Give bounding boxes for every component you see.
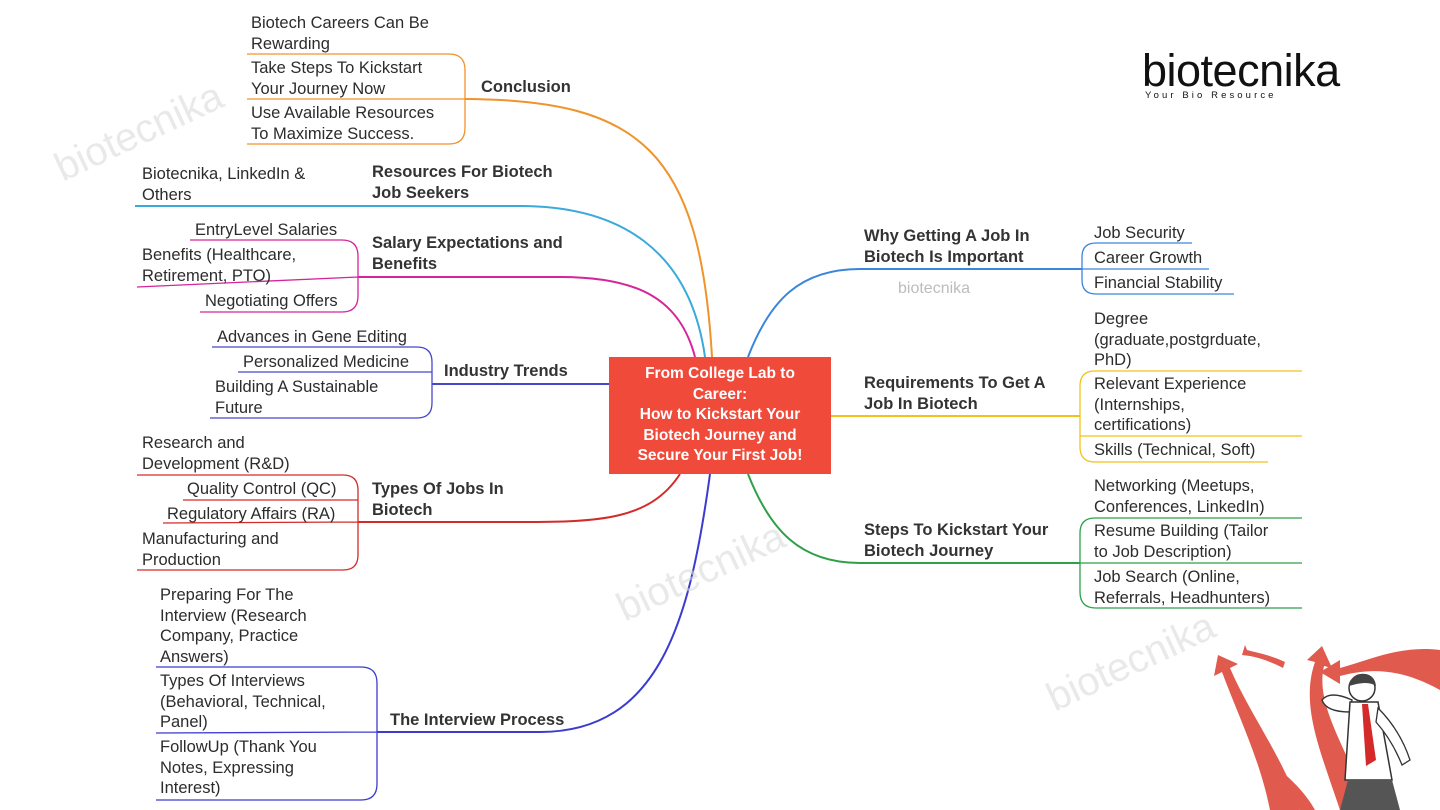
requirements-item: Skills (Technical, Soft) (1094, 441, 1256, 459)
conclusion-item: Use Available Resources To Maximize Succ… (251, 104, 435, 143)
types-item: Research and Development (R&D) (142, 434, 290, 473)
why-item: Job Security (1094, 224, 1185, 242)
connector-conclusion-items (247, 53, 466, 145)
man-with-arrows-illustration (1214, 645, 1440, 810)
arrow-shape (1242, 645, 1285, 668)
salary-item: EntryLevel Salaries (195, 221, 338, 239)
steps-item: Networking (Meetups, Conferences, Linked… (1094, 477, 1265, 516)
person-hair (1349, 673, 1376, 686)
branch-conclusion-label: Conclusion (481, 78, 571, 96)
connector-trends-items (210, 346, 433, 419)
why-item: Career Growth (1094, 249, 1203, 267)
why-item: Financial Stability (1094, 274, 1223, 292)
arrow-shape (1264, 758, 1315, 810)
person-arm (1321, 694, 1353, 713)
branch-why-label: Why Getting A Job In Biotech Is Importan… (864, 227, 1030, 266)
connector-steps-items (1079, 517, 1302, 609)
trends-item: Advances in Gene Editing (217, 328, 407, 346)
connector-types (358, 473, 681, 523)
interview-item: Types Of Interviews (Behavioral, Technic… (160, 672, 326, 731)
connector-types-items (137, 474, 359, 571)
types-item: Regulatory Affairs (RA) (167, 505, 336, 523)
branch-types-label: Types Of Jobs In Biotech (372, 480, 504, 519)
connector-interview-items (155, 666, 378, 801)
connector-interview (377, 473, 711, 733)
person-legs (1340, 780, 1400, 810)
trends-item: Personalized Medicine (243, 353, 410, 371)
branch-salary-label: Salary Expectations and Benefits (372, 234, 563, 273)
interview-item: Preparing For The Interview (Research Co… (160, 586, 307, 666)
requirements-item: Degree (graduate,postgrduate, PhD) (1094, 310, 1261, 369)
connector-salary (358, 276, 696, 358)
branch-interview-label: The Interview Process (390, 711, 565, 729)
connector-steps (747, 473, 1080, 564)
biotecnika-logo: biotecnika Your Bio Resource (1142, 46, 1362, 116)
branch-resources-label: Resources For Biotech Job Seekers (372, 163, 553, 202)
logo-text: biotecnika (1142, 45, 1340, 96)
arrow-shape (1307, 646, 1370, 810)
conclusion-item: Biotech Careers Can Be Rewarding (251, 14, 429, 53)
connector-salary-items (136, 239, 359, 313)
interview-item: FollowUp (Thank You Notes, Expressing In… (160, 738, 317, 797)
connector-why (747, 268, 1082, 358)
connector-conclusion (464, 98, 713, 358)
branch-requirements-label: Requirements To Get A Job In Biotech (864, 374, 1046, 413)
resources-item: Biotecnika, LinkedIn & Others (142, 165, 306, 204)
arrow-shape (1320, 649, 1440, 690)
salary-item: Negotiating Offers (205, 292, 338, 310)
central-topic: From College Lab to Career: How to Kicks… (609, 357, 831, 474)
branch-trends-label: Industry Trends (444, 362, 568, 380)
connector-requirements-items (1079, 370, 1302, 463)
person-tie (1362, 704, 1376, 766)
trends-item: Building A Sustainable Future (215, 378, 379, 417)
connector-why-items (1081, 242, 1234, 295)
steps-item: Job Search (Online, Referrals, Headhunte… (1094, 568, 1271, 607)
types-item: Manufacturing and Production (142, 530, 279, 569)
requirements-item: Relevant Experience (Internships, certif… (1094, 375, 1247, 434)
types-item: Quality Control (QC) (187, 480, 337, 498)
salary-item: Benefits (Healthcare, Retirement, PTO) (142, 246, 297, 285)
logo-tagline: Your Bio Resource (1145, 90, 1277, 101)
conclusion-item: Take Steps To Kickstart Your Journey Now (251, 59, 423, 98)
branch-steps-label: Steps To Kickstart Your Biotech Journey (864, 521, 1049, 560)
steps-item: Resume Building (Tailor to Job Descripti… (1094, 522, 1269, 561)
connector-resources (135, 205, 706, 358)
person-arm-right (1375, 706, 1411, 766)
watermark-small: biotecnika (898, 280, 971, 297)
